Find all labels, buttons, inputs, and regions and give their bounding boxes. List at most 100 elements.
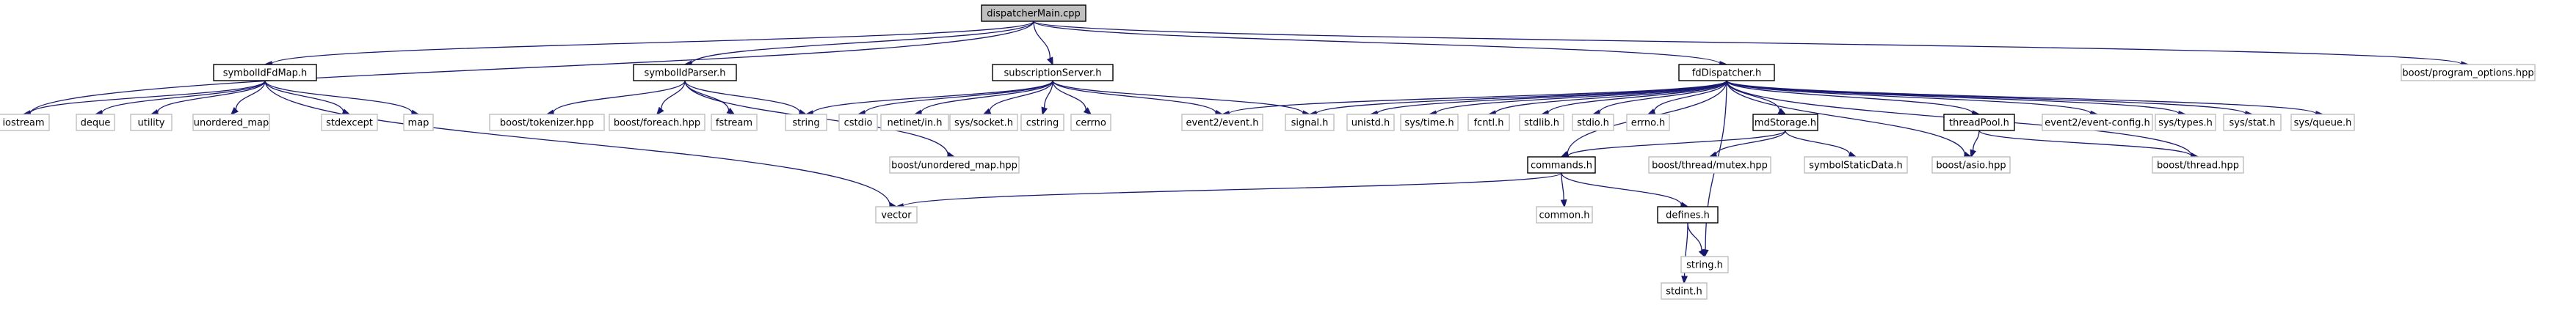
node-cerrno: cerrno	[1070, 114, 1111, 131]
node-deque: deque	[76, 114, 115, 131]
node-subscriptionserver-h[interactable]: subscriptionServer.h	[992, 64, 1114, 81]
node-box	[1181, 114, 1263, 131]
edge-dispatchermain-cpp-to-fddispatcher-h	[1033, 21, 1728, 67]
edge-defines-h-to-stdint-h	[1681, 222, 1688, 284]
edge-symbolidfdmap-h-to-deque	[94, 80, 266, 117]
edge-fddispatcher-h-to-sys-types-h	[1726, 80, 2187, 117]
node-box	[1804, 156, 1908, 174]
node-box	[1661, 282, 1708, 300]
edge-commands-h-to-vector	[895, 172, 1562, 210]
node-boost-foreach-hpp: boost/foreach.hpp	[609, 114, 705, 131]
node-box	[1626, 114, 1670, 131]
node-iostream: iostream	[0, 114, 50, 131]
edge-symbolidfdmap-h-to-map	[264, 80, 420, 117]
node-box	[403, 114, 434, 131]
node-vector: vector	[875, 206, 918, 224]
node-netinet-in-h: netinet/in.h	[880, 114, 949, 131]
node-box	[213, 64, 317, 81]
node-box	[1943, 114, 2015, 131]
node-box	[2042, 114, 2153, 131]
node-fcntl-h: fcntl.h	[1467, 114, 1510, 131]
node-label: stdexcept	[326, 118, 373, 129]
edge-symbolidfdmap-h-to-stdexcept	[264, 80, 351, 115]
node-label: mdStorage.h	[1755, 118, 1816, 129]
node-label: dispatcherMain.cpp	[987, 9, 1081, 20]
node-commands-h[interactable]: commands.h	[1527, 156, 1596, 174]
node-box	[1752, 114, 1818, 131]
node-common-h: common.h	[1536, 206, 1593, 224]
node-label: sys/stat.h	[2229, 118, 2276, 129]
edge-subscriptionserver-h-to-cstring	[1041, 80, 1053, 116]
node-defines-h[interactable]: defines.h	[1657, 206, 1719, 224]
node-box	[981, 4, 1086, 22]
node-errno-h: errno.h	[1626, 114, 1670, 131]
node-box	[1680, 256, 1729, 273]
edge-mdstorage-h-to-commands-h	[1560, 130, 1786, 160]
node-stdint-h: stdint.h	[1661, 282, 1708, 300]
node-unordered-map: unordered_map	[192, 114, 270, 131]
node-label: fcntl.h	[1473, 118, 1503, 129]
node-boost-unordered-map-hpp: boost/unordered_map.hpp	[889, 156, 1020, 174]
node-dispatchermain-cpp[interactable]: dispatcherMain.cpp	[981, 4, 1086, 22]
edge-symbolidparser-h-to-boost-tokenizer-hpp	[545, 80, 686, 117]
node-label: boost/thread/mutex.hpp	[1652, 161, 1768, 172]
edge-dispatchermain-cpp-to-symbolidparser-h	[683, 21, 1034, 67]
node-box	[609, 114, 705, 131]
node-label: unistd.h	[1352, 118, 1390, 129]
node-mdstorage-h[interactable]: mdStorage.h	[1752, 114, 1818, 131]
node-label: fdDispatcher.h	[1692, 68, 1761, 79]
node-label: sys/socket.h	[954, 118, 1013, 129]
node-label: fstream	[716, 118, 752, 129]
node-label: stdlib.h	[1524, 118, 1559, 129]
node-box	[785, 114, 827, 131]
node-stdlib-h: stdlib.h	[1519, 114, 1564, 131]
node-threadpool-h[interactable]: threadPool.h	[1943, 114, 2015, 131]
node-box	[1572, 114, 1614, 131]
node-label: sys/types.h	[2158, 118, 2213, 129]
node-symbolidfdmap-h[interactable]: symbolIdFdMap.h	[213, 64, 317, 81]
edge-dispatchermain-cpp-to-boost-program-options-hpp	[1033, 21, 2470, 68]
node-boost-program-options-hpp: boost/program_options.hpp	[2401, 64, 2536, 81]
edge-symbolidparser-h-to-fstream	[684, 80, 736, 116]
edge-symbolidparser-h-to-boost-foreach-hpp	[656, 80, 686, 116]
node-box	[1678, 64, 1775, 81]
node-label: iostream	[2, 118, 44, 129]
node-box	[1536, 206, 1593, 224]
node-box	[889, 156, 1020, 174]
node-stdio-h: stdio.h	[1572, 114, 1614, 131]
edge-dispatchermain-cpp-to-symbolidfdmap-h	[264, 21, 1034, 67]
node-label: stdio.h	[1577, 118, 1609, 129]
node-event2-event-config-h: event2/event-config.h	[2042, 114, 2153, 131]
node-label: netinet/in.h	[888, 118, 943, 129]
node-box	[1527, 156, 1596, 174]
node-label: sys/time.h	[1404, 118, 1454, 129]
node-label: map	[408, 118, 429, 129]
node-label: subscriptionServer.h	[1004, 68, 1101, 79]
edge-subscriptionserver-h-to-string	[805, 80, 1053, 117]
node-label: deque	[81, 118, 111, 129]
edge-subscriptionserver-h-to-cstdio	[857, 80, 1053, 117]
node-label: defines.h	[1666, 210, 1710, 221]
edge-commands-h-to-defines-h	[1561, 172, 1689, 208]
node-string-h: string.h	[1680, 256, 1729, 273]
node-sys-stat-h: sys/stat.h	[2223, 114, 2282, 131]
node-layer: dispatcherMain.cpp symbolIdFdMap.h symbolI…	[0, 4, 2536, 300]
node-label: cerrno	[1075, 118, 1106, 129]
node-fddispatcher-h[interactable]: fdDispatcher.h	[1678, 64, 1775, 81]
node-box	[633, 64, 737, 81]
node-box	[1070, 114, 1111, 131]
node-unistd-h: unistd.h	[1346, 114, 1395, 131]
node-label: boost/foreach.hpp	[614, 118, 700, 129]
node-box	[192, 114, 270, 131]
node-symbolidparser-h[interactable]: symbolIdParser.h	[633, 64, 737, 81]
node-map: map	[403, 114, 434, 131]
node-label: symbolStaticData.h	[1809, 161, 1903, 172]
node-box	[1346, 114, 1395, 131]
node-box	[321, 114, 378, 131]
node-box	[2223, 114, 2282, 131]
node-label: symbolIdParser.h	[645, 68, 726, 79]
edge-threadpool-h-to-boost-thread-hpp	[1978, 130, 2199, 160]
node-box	[711, 114, 758, 131]
node-box	[949, 114, 1018, 131]
edge-symbolidfdmap-h-to-vector	[264, 80, 898, 209]
